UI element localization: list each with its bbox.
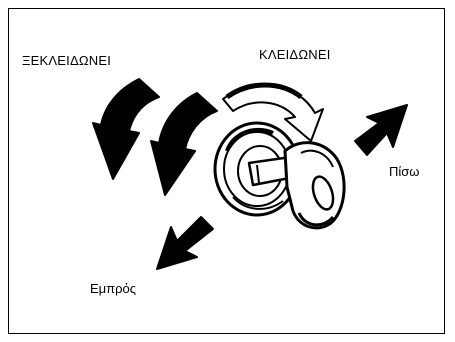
lock-diagram: [92, 78, 408, 270]
back-label: Πίσω: [389, 164, 420, 179]
lock-label: ΚΛΕΙΔΩΝΕΙ: [259, 47, 331, 62]
unlock-arrow-outer: [92, 78, 160, 180]
unlock-arrow-inner: [150, 92, 218, 196]
front-label: Εμπρός: [90, 281, 137, 296]
back-arrow: [354, 104, 408, 156]
key-icon: [247, 141, 346, 230]
lock-arrow-shade: [225, 82, 303, 100]
diagram-frame: ΞΕΚΛΕΙΔΩΝΕΙ ΚΛΕΙΔΩΝΕΙ Πίσω Εμπρός: [8, 8, 445, 334]
front-arrow: [156, 216, 214, 270]
unlock-label: ΞΕΚΛΕΙΔΩΝΕΙ: [22, 53, 112, 68]
